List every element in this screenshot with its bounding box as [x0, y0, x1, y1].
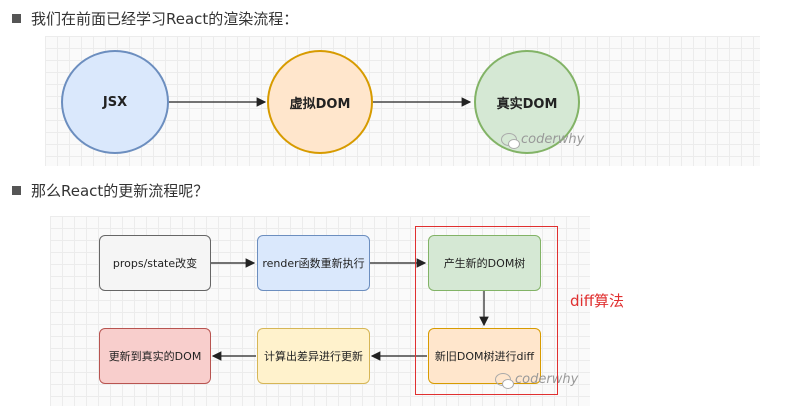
watermark-2: coderwhy: [495, 372, 579, 389]
step-render-rerun-label: render函数重新执行: [262, 257, 365, 270]
section1-heading-row: 我们在前面已经学习React的渲染流程：: [12, 8, 298, 29]
node-real-dom-label: 真实DOM: [496, 96, 558, 112]
node-jsx: JSX: [61, 50, 169, 154]
update-flow-arrows: [211, 258, 489, 361]
render-flow-arrows: [169, 97, 472, 107]
step-props-state-change-label: props/state改变: [112, 257, 198, 270]
step-props-state-change: props/state改变: [99, 235, 211, 291]
node-virtual-dom-label: 虚拟DOM: [289, 96, 351, 112]
render-flow-diagram: JSX 虚拟DOM 真实DOM coderwhy: [45, 36, 760, 166]
node-virtual-dom: 虚拟DOM: [267, 50, 373, 154]
update-flow-diagram: props/state改变 render函数重新执行 产生新的DOM树 新旧DO…: [50, 216, 590, 406]
step-render-rerun: render函数重新执行: [257, 235, 370, 291]
square-bullet-icon: [12, 186, 21, 195]
step-diff-trees: 新旧DOM树进行diff: [428, 328, 541, 384]
wechat-icon: [501, 133, 520, 149]
step-update-real-dom: 更新到真实的DOM: [99, 328, 211, 384]
step-diff-trees-label: 新旧DOM树进行diff: [434, 350, 535, 363]
section1-heading: 我们在前面已经学习React的渲染流程：: [31, 10, 299, 28]
wechat-icon: [495, 373, 514, 389]
node-real-dom: 真实DOM: [474, 50, 580, 154]
watermark-1: coderwhy: [501, 132, 585, 149]
square-bullet-icon: [12, 14, 21, 23]
step-compute-diff-update-label: 计算出差异进行更新: [264, 350, 363, 363]
section2-heading-row: 那么React的更新流程呢？: [12, 180, 208, 201]
step-compute-diff-update: 计算出差异进行更新: [257, 328, 370, 384]
step-new-dom-tree-label: 产生新的DOM树: [443, 257, 526, 270]
diff-highlight-box: [415, 226, 558, 395]
diff-algorithm-label: diff算法: [570, 292, 625, 310]
step-new-dom-tree: 产生新的DOM树: [428, 235, 541, 291]
section2-heading: 那么React的更新流程呢？: [31, 182, 209, 200]
watermark-2-text: coderwhy: [515, 372, 579, 387]
watermark-1-text: coderwhy: [521, 132, 585, 147]
step-update-real-dom-label: 更新到真实的DOM: [108, 350, 202, 363]
node-jsx-label: JSX: [102, 94, 128, 110]
